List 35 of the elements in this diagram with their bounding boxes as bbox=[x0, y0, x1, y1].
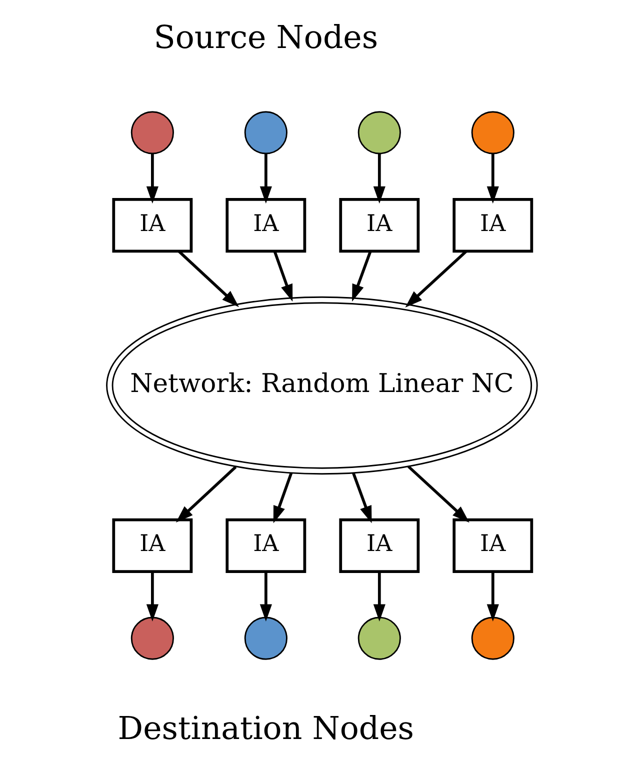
arrow bbox=[177, 250, 238, 308]
node-box: IA bbox=[112, 198, 192, 253]
node-box: IA bbox=[452, 198, 533, 253]
node-circle bbox=[130, 616, 174, 660]
node-box: IA bbox=[225, 198, 306, 253]
label: Destination Nodes bbox=[117, 711, 414, 748]
arrow bbox=[486, 154, 498, 204]
arrow bbox=[146, 154, 158, 204]
node-circle bbox=[244, 111, 287, 154]
arrow bbox=[146, 572, 158, 622]
node-box: IA bbox=[452, 518, 533, 573]
arrow bbox=[272, 250, 292, 302]
arrow bbox=[272, 472, 292, 524]
node-circle bbox=[357, 111, 400, 154]
node-circle bbox=[357, 616, 400, 660]
arrow bbox=[372, 154, 385, 204]
node-circle bbox=[470, 111, 514, 154]
arrow bbox=[352, 250, 372, 302]
arrow bbox=[259, 154, 272, 204]
node-circle bbox=[130, 111, 174, 154]
node-box: IA bbox=[338, 198, 420, 253]
arrow bbox=[404, 250, 467, 308]
node-box: IA bbox=[225, 518, 306, 573]
node-box: IA bbox=[338, 518, 420, 573]
node-circle bbox=[470, 616, 514, 660]
node-ellipse: Network: Random Linear NC bbox=[106, 296, 538, 475]
arrow bbox=[406, 465, 469, 523]
arrow bbox=[175, 466, 236, 522]
label: Source Nodes bbox=[153, 20, 378, 56]
arrow bbox=[259, 572, 272, 622]
node-box: IA bbox=[112, 518, 192, 573]
arrow bbox=[486, 572, 498, 622]
arrow bbox=[372, 572, 385, 622]
arrow bbox=[352, 472, 372, 524]
node-circle bbox=[244, 616, 287, 660]
